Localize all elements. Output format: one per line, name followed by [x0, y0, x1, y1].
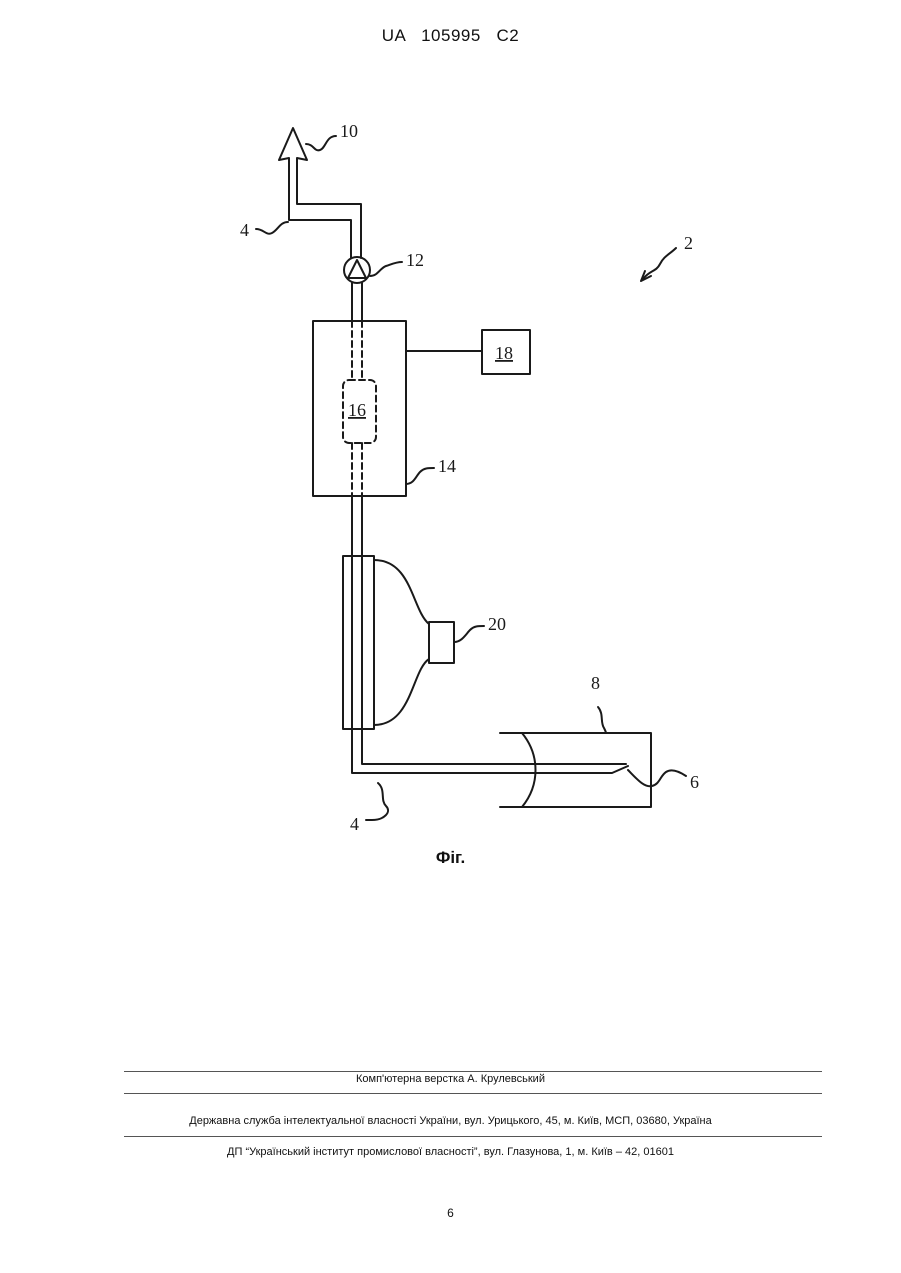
layout-credit: Комп'ютерна верстка А. Крулевський [0, 1073, 901, 1085]
outlet-pipe-inner [289, 212, 351, 258]
label-16: 16 [348, 400, 366, 420]
label-4-top: 4 [240, 220, 249, 240]
label-18: 18 [495, 343, 513, 363]
footer-rule-1 [124, 1071, 822, 1072]
label-12: 12 [406, 250, 424, 270]
label-4-bottom: 4 [350, 814, 359, 834]
footer-rule-2 [124, 1093, 822, 1094]
label-6: 6 [690, 772, 699, 792]
vessel-8-curve [522, 733, 536, 807]
label-2: 2 [684, 233, 693, 253]
agency-address: Державна служба інтелектуальної власност… [0, 1115, 901, 1127]
intake-pipe-inner [362, 729, 626, 764]
institute-address: ДП “Український інститут промислової вла… [0, 1146, 901, 1158]
footer-rule-3 [124, 1136, 822, 1137]
label-8: 8 [591, 673, 600, 693]
sensor-cone [374, 560, 429, 725]
pump-triangle [348, 260, 366, 278]
sensor-holder [343, 556, 374, 729]
page-number: 6 [0, 1206, 901, 1220]
label-20: 20 [488, 614, 506, 634]
figure-caption: Фіг. [0, 848, 901, 868]
label-14: 14 [438, 456, 456, 476]
intake-pipe-outer [352, 729, 628, 773]
label-10: 10 [340, 121, 358, 141]
outlet-arrow [279, 128, 361, 258]
unit-20-box [429, 622, 454, 663]
